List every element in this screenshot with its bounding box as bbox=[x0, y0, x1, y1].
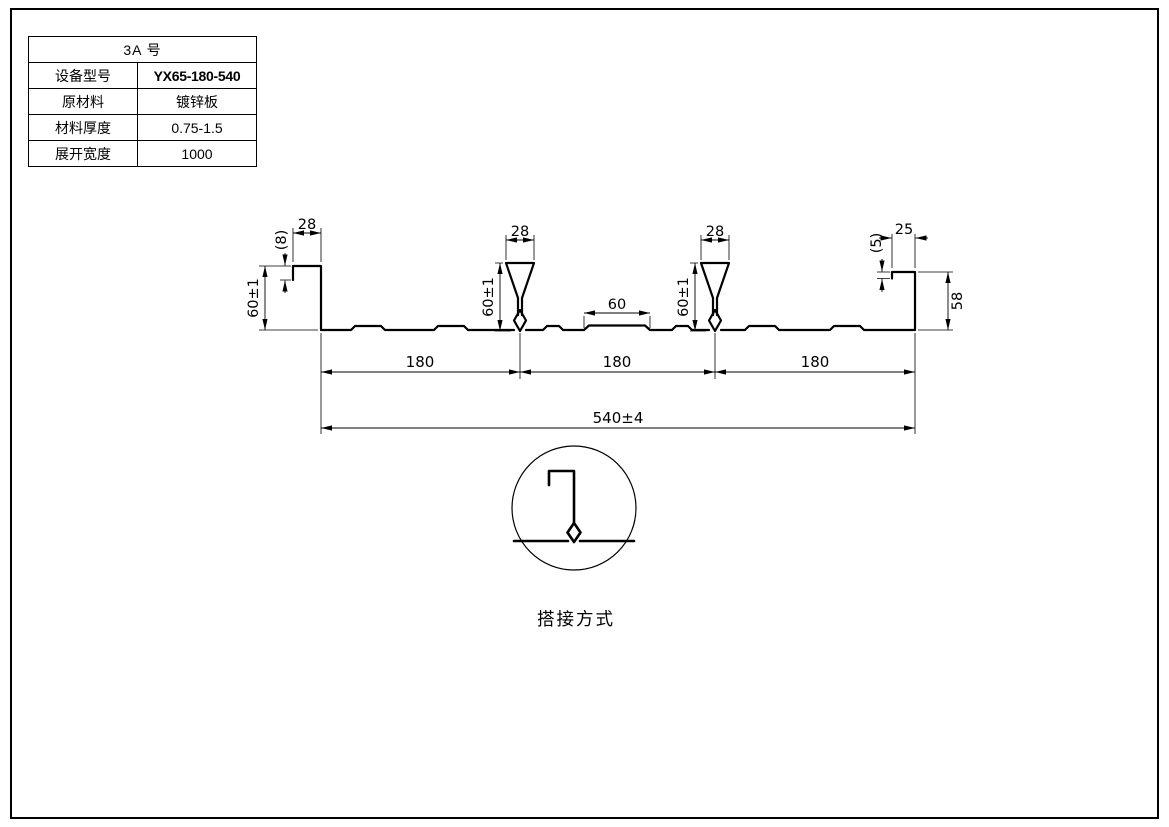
dim-left-lip: 28 bbox=[292, 217, 322, 262]
profile-outline bbox=[291, 264, 917, 332]
lap-joint-caption: 搭接方式 bbox=[537, 610, 615, 630]
dim-center-emboss-text: 60 bbox=[608, 297, 626, 313]
rib-2 bbox=[699, 261, 731, 333]
dim-right-lip-text: 25 bbox=[895, 222, 913, 238]
dim-pitch1-text: 180 bbox=[406, 353, 435, 371]
title-block: 3A 号 设备型号 YX65-180-540 原材料 镀锌板 材料厚度 0.75… bbox=[28, 36, 257, 167]
profile-cross-section bbox=[291, 261, 917, 333]
dim-center-emboss: 60 bbox=[583, 297, 651, 328]
model-label: 设备型号 bbox=[28, 62, 138, 89]
sheet-border bbox=[10, 8, 1159, 819]
model-value: YX65-180-540 bbox=[137, 62, 257, 89]
dim-pitches: 180 180 180 bbox=[320, 333, 916, 434]
dim-right-height: 58 bbox=[918, 271, 966, 331]
dim-left-hook-text: (8) bbox=[274, 230, 290, 251]
thickness-value: 0.75-1.5 bbox=[137, 114, 257, 141]
dim-rib1-height: 60±1 bbox=[481, 262, 511, 332]
dim-rib1-top-text: 28 bbox=[511, 224, 529, 240]
dim-overall-text: 540±4 bbox=[593, 409, 644, 427]
lap-joint-lines bbox=[512, 469, 636, 544]
title-block-header-row: 3A 号 bbox=[28, 36, 257, 63]
dim-left-hook: (8) bbox=[259, 230, 291, 293]
thickness-label: 材料厚度 bbox=[28, 114, 138, 141]
dim-right-hook: (5) bbox=[869, 233, 890, 292]
title-block-header: 3A 号 bbox=[28, 36, 257, 63]
rib-1 bbox=[504, 261, 536, 333]
dim-rib2-height: 60±1 bbox=[676, 262, 706, 332]
dim-left-height: 60±1 bbox=[246, 266, 318, 331]
table-row: 设备型号 YX65-180-540 bbox=[28, 62, 257, 89]
lap-joint-detail: 搭接方式 bbox=[511, 445, 637, 630]
dim-pitch2-text: 180 bbox=[603, 353, 632, 371]
table-row: 材料厚度 0.75-1.5 bbox=[28, 114, 257, 141]
material-label: 原材料 bbox=[28, 88, 138, 115]
dim-rib1-top: 28 bbox=[505, 224, 535, 260]
table-row: 展开宽度 1000 bbox=[28, 140, 257, 167]
dim-left-height-text: 60±1 bbox=[246, 278, 262, 318]
dim-right-height-text: 58 bbox=[950, 292, 966, 310]
dim-right-hook-text: (5) bbox=[869, 233, 885, 254]
material-value: 镀锌板 bbox=[137, 88, 257, 115]
dim-pitch3-text: 180 bbox=[801, 353, 830, 371]
dim-right-lip: 25 bbox=[879, 222, 928, 268]
dim-rib2-top: 28 bbox=[700, 224, 730, 260]
dim-overall: 540±4 bbox=[321, 409, 915, 431]
coil-width-value: 1000 bbox=[137, 140, 257, 167]
dim-rib2-height-text: 60±1 bbox=[676, 277, 692, 317]
table-row: 原材料 镀锌板 bbox=[28, 88, 257, 115]
dim-left-lip-text: 28 bbox=[298, 217, 316, 233]
dim-rib2-top-text: 28 bbox=[706, 224, 724, 240]
detail-circle bbox=[511, 445, 637, 571]
coil-width-label: 展开宽度 bbox=[28, 140, 138, 167]
dim-rib1-height-text: 60±1 bbox=[481, 277, 497, 317]
